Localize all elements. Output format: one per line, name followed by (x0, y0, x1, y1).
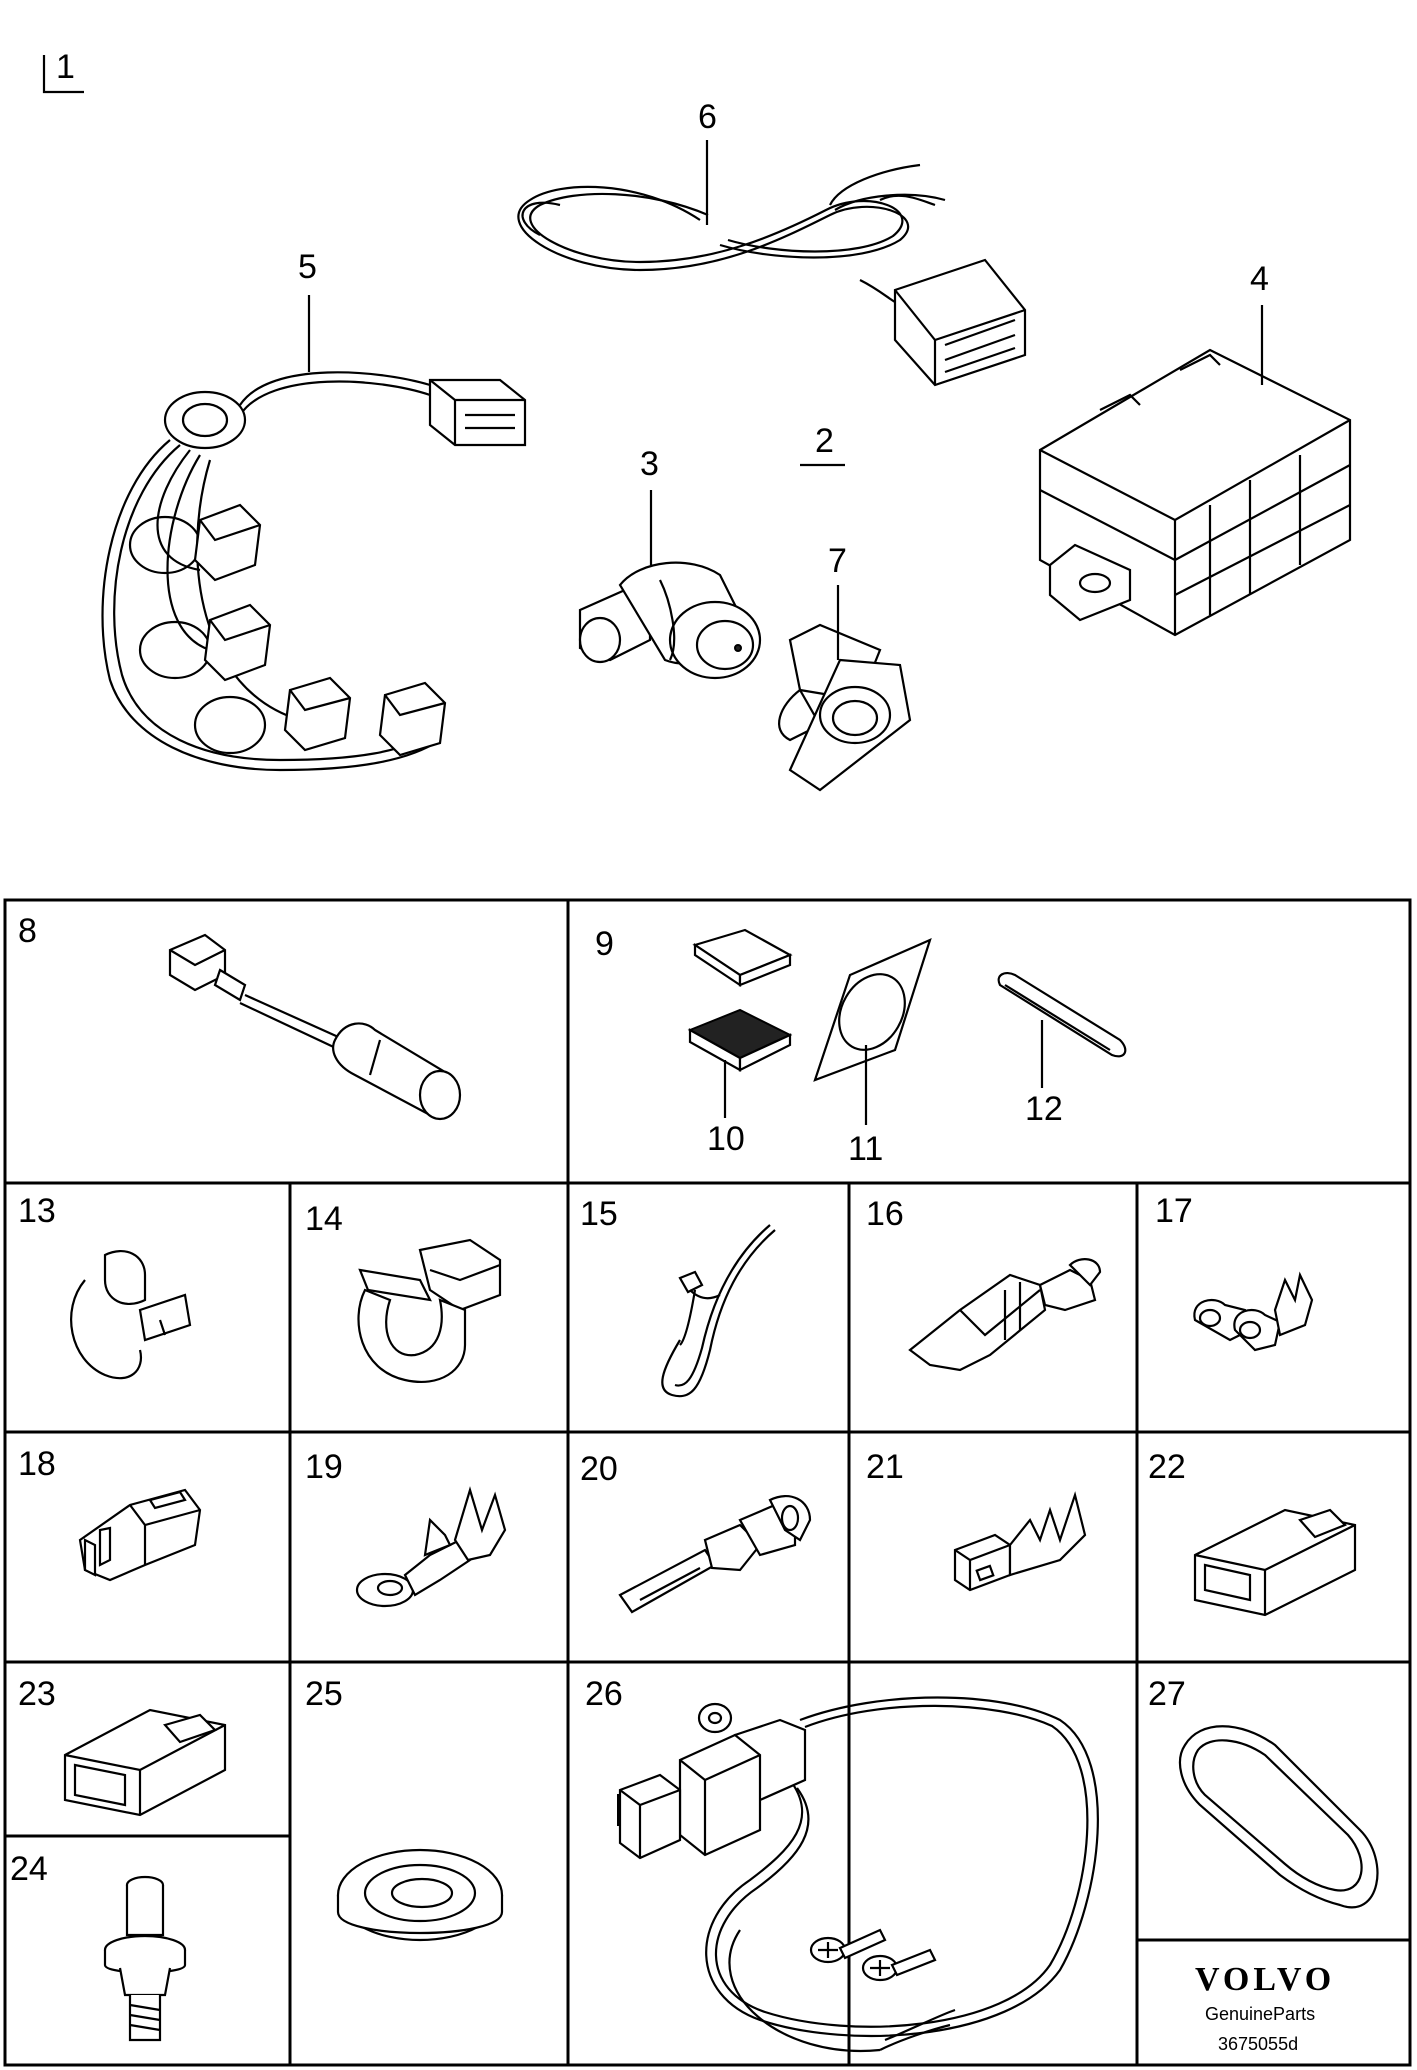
part-24-bolt (103, 1875, 187, 2042)
part-6-connector (893, 258, 1027, 387)
cell-21: 21 (866, 1448, 1087, 1592)
part-5-harness (101, 371, 527, 772)
callout-6-label: 6 (698, 98, 717, 136)
cell-8: 8 (18, 912, 462, 1121)
cell-21-label: 21 (866, 1448, 904, 1486)
subgroup-number: 2 (815, 422, 834, 460)
cell-24: 24 (10, 1850, 187, 2042)
part-18-housing (78, 1488, 202, 1582)
part-26-screw-1 (809, 1928, 887, 1964)
part-15-cable (661, 1224, 776, 1398)
part-5-sensor-plug-2 (138, 603, 272, 682)
cell-22-label: 22 (1148, 1448, 1186, 1486)
cell-9-label: 9 (595, 925, 614, 963)
cell-20-label: 20 (580, 1450, 618, 1488)
cell-26: 26 (585, 1675, 1099, 2053)
group-number: 1 (56, 48, 75, 86)
part-4-control-module (1038, 348, 1352, 637)
part-22-housing (1193, 1508, 1357, 1617)
part-27-seal-ring (1178, 1725, 1379, 1909)
cell-23: 23 (18, 1675, 227, 1817)
cell-24-label: 24 (10, 1850, 48, 1888)
footer: VOLVO GenuineParts 3675055d (1195, 1961, 1335, 2054)
cell-18: 18 (18, 1445, 202, 1582)
subgroup-label: 2 (800, 422, 845, 467)
group-label: 1 (42, 48, 84, 94)
part-8-extension-cable (168, 933, 462, 1121)
part-16-terminal (908, 1258, 1102, 1372)
part-19-ring-terminal (355, 1486, 507, 1608)
callout-5: 5 (298, 248, 317, 372)
part-5-sensor-plug-1 (128, 503, 262, 582)
callout-10-label: 10 (707, 1120, 745, 1158)
callout-7: 7 (828, 542, 847, 660)
part-4-bracket (1048, 543, 1132, 622)
brand-tagline: GenuineParts (1205, 2004, 1315, 2024)
cell-16-label: 16 (866, 1195, 904, 1233)
brand-logo: VOLVO (1195, 1961, 1335, 1998)
part-25-tape-roll (336, 1848, 504, 1942)
cell-19-label: 19 (305, 1448, 343, 1486)
part-11-gasket (813, 938, 932, 1082)
part-5-sensor-plug-3 (193, 676, 352, 755)
callout-11-label: 11 (848, 1130, 883, 1168)
part-23-housing (63, 1708, 227, 1817)
callout-4: 4 (1250, 260, 1269, 385)
callout-4-label: 4 (1250, 260, 1269, 298)
callout-7-label: 7 (828, 542, 847, 580)
part-13-clip (70, 1250, 192, 1380)
part-5-main-connector (428, 378, 527, 447)
part-6-harness (517, 163, 1027, 387)
part-7-holder (778, 623, 912, 792)
cell-15-label: 15 (580, 1195, 618, 1233)
cell-14: 14 (305, 1200, 502, 1383)
cell-13-label: 13 (18, 1192, 56, 1230)
callout-3-label: 3 (640, 445, 659, 483)
cell-27-label: 27 (1148, 1675, 1186, 1713)
callout-5-label: 5 (298, 248, 317, 286)
cell-23-label: 23 (18, 1675, 56, 1713)
part-10-pads (687, 928, 793, 1072)
callout-6: 6 (698, 98, 717, 225)
parts-grid (3, 898, 1412, 2067)
cell-25-label: 25 (305, 1675, 343, 1713)
cell-26-label: 26 (585, 1675, 623, 1713)
cell-18-label: 18 (18, 1445, 56, 1483)
part-5-grommet (163, 390, 247, 450)
cell-16: 16 (866, 1195, 1102, 1372)
cell-25: 25 (305, 1675, 504, 1942)
cell-8-label: 8 (18, 912, 37, 950)
cell-13: 13 (18, 1192, 192, 1380)
part-26-switch-cable (617, 1696, 1099, 2053)
part-17-spade-terminal (1193, 1271, 1314, 1352)
cell-27: 27 (1148, 1675, 1379, 1909)
cell-9: 9 10 11 12 (595, 925, 1127, 1168)
part-14-clamp (357, 1238, 502, 1383)
cell-17: 17 (1155, 1192, 1314, 1352)
cell-15: 15 (580, 1195, 776, 1398)
part-20-pin-terminal (618, 1495, 812, 1614)
part-3-sensor (578, 561, 762, 680)
cell-19: 19 (305, 1448, 507, 1608)
part-21-receptacle (953, 1491, 1087, 1592)
cell-14-label: 14 (305, 1200, 343, 1238)
callout-3: 3 (640, 445, 659, 565)
cell-17-label: 17 (1155, 1192, 1193, 1230)
cell-20: 20 (580, 1450, 812, 1614)
diagram-id: 3675055d (1218, 2034, 1298, 2054)
cell-22: 22 (1148, 1448, 1357, 1617)
callout-12-label: 12 (1025, 1090, 1063, 1128)
part-12-strip (997, 971, 1127, 1058)
part-26-screw-2 (861, 1948, 937, 1982)
part-5-sensor-plug-4 (378, 681, 447, 757)
